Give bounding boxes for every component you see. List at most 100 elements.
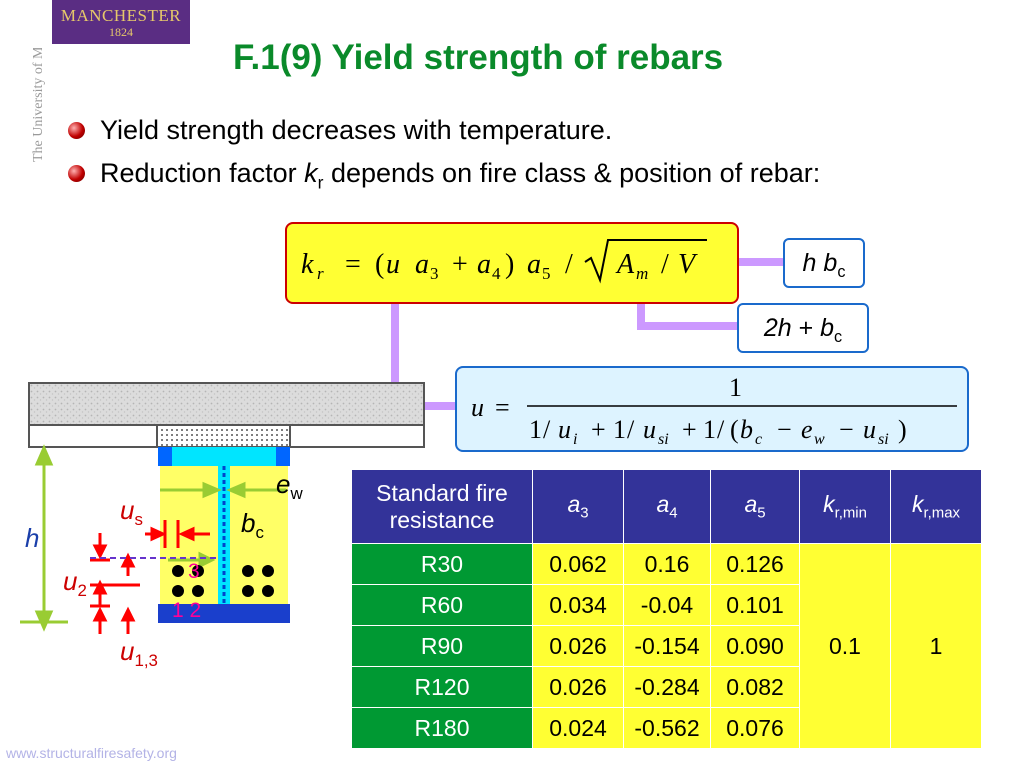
cell-fire: R90 [351,625,533,667]
svg-text:(: ( [375,249,384,280]
cell-fire: R120 [351,666,533,708]
svg-text:1: 1 [703,415,716,444]
svg-text:5: 5 [542,264,551,283]
svg-text:The University of Manchester: The University of Manchester [31,48,46,162]
svg-text:+: + [591,415,606,444]
svg-text:u: u [386,249,400,280]
svg-text:c: c [755,431,762,448]
svg-text:r: r [317,264,324,283]
svg-text:1: 1 [729,373,742,402]
cell-a3: 0.026 [532,666,624,708]
ew-label: ew [276,469,303,504]
svg-text:/: / [565,249,573,280]
header-krmin: kr,min [799,469,891,544]
cell-fire: R60 [351,584,533,626]
svg-text:/: / [543,415,551,444]
bullet-text: Reduction factor kr depends on fire clas… [100,158,821,193]
footer-url[interactable]: www.structuralfiresafety.org [6,745,177,761]
us-label: us [120,495,143,530]
hbc-label: h bc [783,238,865,288]
svg-text:A: A [615,249,635,280]
cell-a5: 0.126 [710,543,800,585]
svg-text:u: u [471,393,484,422]
cell-a5: 0.082 [710,666,800,708]
svg-text:/: / [717,415,725,444]
2hbc-label: 2h + bc [737,303,869,353]
table-row: R180 0.024 -0.562 0.076 [351,707,982,749]
svg-text:a: a [477,249,491,280]
svg-text:1: 1 [613,415,626,444]
header-krmax: kr,max [890,469,982,544]
svg-text:u: u [643,415,656,444]
bullet-dot-icon [68,122,85,139]
svg-text:u: u [863,415,876,444]
svg-text:/: / [627,415,635,444]
cell-a5: 0.076 [710,707,800,749]
svg-text:m: m [636,264,648,283]
svg-text:=: = [495,393,510,422]
cell-krmin: 0.1 [799,543,891,749]
svg-text:1: 1 [529,415,542,444]
table-row: R30 0.062 0.16 0.126 0.1 1 [351,543,982,749]
slide-title: F.1(9) Yield strength of rebars [233,38,724,77]
cell-fire: R30 [351,543,533,585]
svg-text:si: si [878,431,889,448]
svg-text:−: − [777,415,792,444]
logo-year: 1824 [109,25,133,39]
cell-a4: -0.04 [623,584,711,626]
cell-a5: 0.101 [710,584,800,626]
svg-text:(: ( [730,415,739,444]
cell-a3: 0.024 [532,707,624,749]
svg-text:/: / [661,249,669,280]
svg-text:a: a [527,249,541,280]
table-row: R120 0.026 -0.284 0.082 [351,666,982,708]
svg-text:u: u [558,415,571,444]
cell-krmax: 1 [890,543,982,749]
svg-text:+: + [452,249,468,280]
cell-a4: -0.154 [623,625,711,667]
svg-text:si: si [658,431,669,448]
university-logo: MANCHESTER 1824 [52,0,190,44]
table-row: R90 0.026 -0.154 0.090 [351,625,982,667]
cell-fire: R180 [351,707,533,749]
svg-text:b: b [740,415,753,444]
cell-a4: -0.562 [623,707,711,749]
rebar-3-label: 3 [188,560,200,583]
beam-diagram [20,382,425,634]
cell-a5: 0.090 [710,625,800,667]
header-a5: a5 [710,469,800,544]
reduction-factor-table: Standard fire resistance a3 a4 a5 kr,min… [351,469,982,749]
h-label: h [25,523,40,553]
cell-a3: 0.062 [532,543,624,585]
header-a3: a3 [532,469,624,544]
bc-label: bc [241,508,264,543]
cell-a3: 0.034 [532,584,624,626]
svg-text:4: 4 [492,264,501,283]
svg-text:a: a [415,249,429,280]
svg-text:V: V [678,249,698,280]
bullet-list: Yield strength decreases with temperatur… [68,112,948,207]
svg-text:−: − [839,415,854,444]
cell-a4: -0.284 [623,666,711,708]
bullet-text: Yield strength decreases with temperatur… [100,115,613,145]
bullet-dot-icon [68,165,85,182]
svg-text:i: i [573,431,577,448]
svg-text:3: 3 [430,264,439,283]
svg-text:w: w [814,431,825,448]
logo-name: MANCHESTER [60,6,182,25]
bullet-item: Yield strength decreases with temperatur… [68,112,948,149]
cell-a3: 0.026 [532,625,624,667]
rebar-12-label: 1 2 [172,599,202,622]
cell-a4: 0.16 [623,543,711,585]
svg-text:e: e [801,415,813,444]
vertical-university-text: The University of Manchester [31,48,46,162]
svg-text:): ) [898,415,907,444]
u13-label: u1,3 [120,636,158,671]
header-a4: a4 [623,469,711,544]
header-fire-resistance: Standard fire resistance [351,469,533,544]
svg-text:+: + [682,415,697,444]
